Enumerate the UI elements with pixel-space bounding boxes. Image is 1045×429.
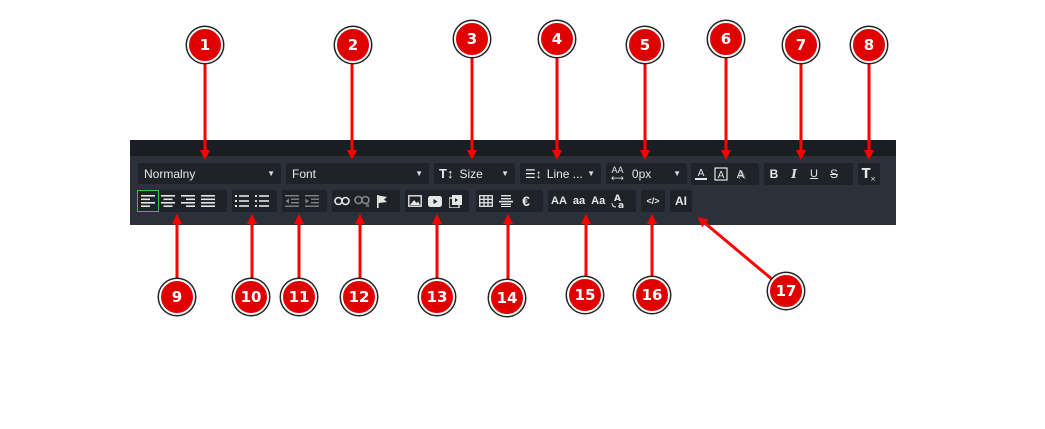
- chevron-down-icon: ▼: [673, 169, 681, 178]
- marker-13: 13: [419, 279, 455, 315]
- outdent-icon[interactable]: [282, 191, 302, 211]
- clear-formatting-group: T×: [858, 163, 880, 185]
- ordered-list-icon[interactable]: [232, 191, 252, 211]
- image-icon[interactable]: [405, 191, 425, 211]
- strikethrough-icon[interactable]: S: [829, 167, 838, 181]
- format-dropdown[interactable]: Normalny ▼: [138, 163, 281, 184]
- special-char-icon[interactable]: €: [522, 193, 530, 209]
- marker-7: 7: [783, 27, 819, 63]
- marker-17: 17: [768, 273, 804, 309]
- marker-12: 12: [341, 279, 377, 315]
- svg-text:A: A: [738, 169, 746, 181]
- marker-8: 8: [851, 27, 887, 63]
- marker-3: 3: [454, 21, 490, 57]
- text-color-icon[interactable]: A: [691, 164, 711, 184]
- video-icon[interactable]: [425, 191, 445, 211]
- align-left-icon[interactable]: [137, 190, 159, 212]
- align-center-icon[interactable]: [158, 191, 178, 211]
- marker-1: 1: [187, 27, 223, 63]
- ai-group: AI: [670, 190, 692, 212]
- alignment-group: [137, 190, 227, 212]
- anchor-flag-icon[interactable]: [372, 191, 392, 211]
- uppercase-icon[interactable]: AA: [551, 195, 567, 207]
- arrow-17: [697, 217, 774, 282]
- marker-6: 6: [708, 21, 744, 57]
- media-icon[interactable]: [445, 191, 465, 211]
- lowercase-icon[interactable]: aa: [572, 195, 586, 207]
- source-code-icon[interactable]: </>: [646, 196, 660, 206]
- unlink-icon[interactable]: [352, 191, 372, 211]
- marker-4: 4: [539, 21, 575, 57]
- line-height-dropdown[interactable]: ☰↕ Line ... ▼: [520, 163, 601, 184]
- svg-text:T: T: [862, 167, 871, 182]
- marker-5: 5: [627, 27, 663, 63]
- svg-text:×: ×: [870, 175, 876, 182]
- chevron-down-icon: ▼: [501, 169, 509, 178]
- svg-text:A: A: [698, 168, 705, 179]
- align-right-icon[interactable]: [178, 191, 198, 211]
- size-dropdown-value: Size: [459, 166, 483, 181]
- link-group: [332, 190, 400, 212]
- font-dropdown[interactable]: Font ▼: [286, 163, 429, 184]
- italic-icon[interactable]: I: [791, 167, 797, 181]
- source-code-group: </>: [641, 190, 665, 212]
- svg-text:A: A: [737, 168, 745, 181]
- letter-spacing-dropdown[interactable]: AA⟷ 0px ▼: [606, 163, 687, 184]
- chevron-down-icon: ▼: [587, 169, 595, 178]
- svg-text:A: A: [614, 194, 621, 204]
- clear-formatting-icon[interactable]: T×: [858, 164, 878, 184]
- marker-10: 10: [233, 279, 269, 315]
- svg-text:a: a: [618, 201, 624, 209]
- marker-11: 11: [281, 279, 317, 315]
- marker-16: 16: [634, 277, 670, 313]
- line-height-dropdown-value: Line ...: [546, 166, 583, 181]
- text-size-icon: T↕: [439, 166, 454, 181]
- marker-2: 2: [335, 27, 371, 63]
- underline-icon[interactable]: U: [810, 168, 818, 180]
- indent-icon[interactable]: [302, 191, 322, 211]
- chevron-down-icon: ▼: [415, 169, 423, 178]
- marker-9: 9: [159, 279, 195, 315]
- media-group: [405, 190, 469, 212]
- svg-text:A: A: [718, 170, 725, 181]
- bold-icon[interactable]: B: [769, 167, 779, 181]
- marker-15: 15: [567, 277, 603, 313]
- ai-icon[interactable]: AI: [675, 194, 687, 208]
- line-height-icon: ☰↕: [525, 166, 542, 181]
- letter-spacing-value: 0px: [631, 166, 652, 181]
- horizontal-rule-icon[interactable]: [496, 191, 516, 211]
- letter-spacing-icon-text: AA: [611, 164, 624, 175]
- unordered-list-icon[interactable]: [252, 191, 272, 211]
- background-color-icon[interactable]: A: [711, 164, 731, 184]
- list-group: [232, 190, 277, 212]
- letter-spacing-icon: AA⟷: [611, 164, 624, 183]
- align-justify-icon[interactable]: [198, 191, 218, 211]
- marker-14: 14: [489, 280, 525, 316]
- font-dropdown-value: Font: [292, 166, 317, 181]
- indent-group: [282, 190, 327, 212]
- link-icon[interactable]: [332, 191, 352, 211]
- chevron-down-icon: ▼: [267, 169, 275, 178]
- capitalize-icon[interactable]: Aa: [591, 195, 606, 207]
- table-icon[interactable]: [476, 191, 496, 211]
- format-dropdown-value: Normalny: [144, 166, 196, 181]
- basic-format-group: B I U S: [764, 163, 853, 185]
- size-dropdown[interactable]: T↕ Size ▼: [434, 163, 515, 184]
- toolbar-top-strip: [130, 140, 896, 156]
- insert-group: €: [476, 190, 543, 212]
